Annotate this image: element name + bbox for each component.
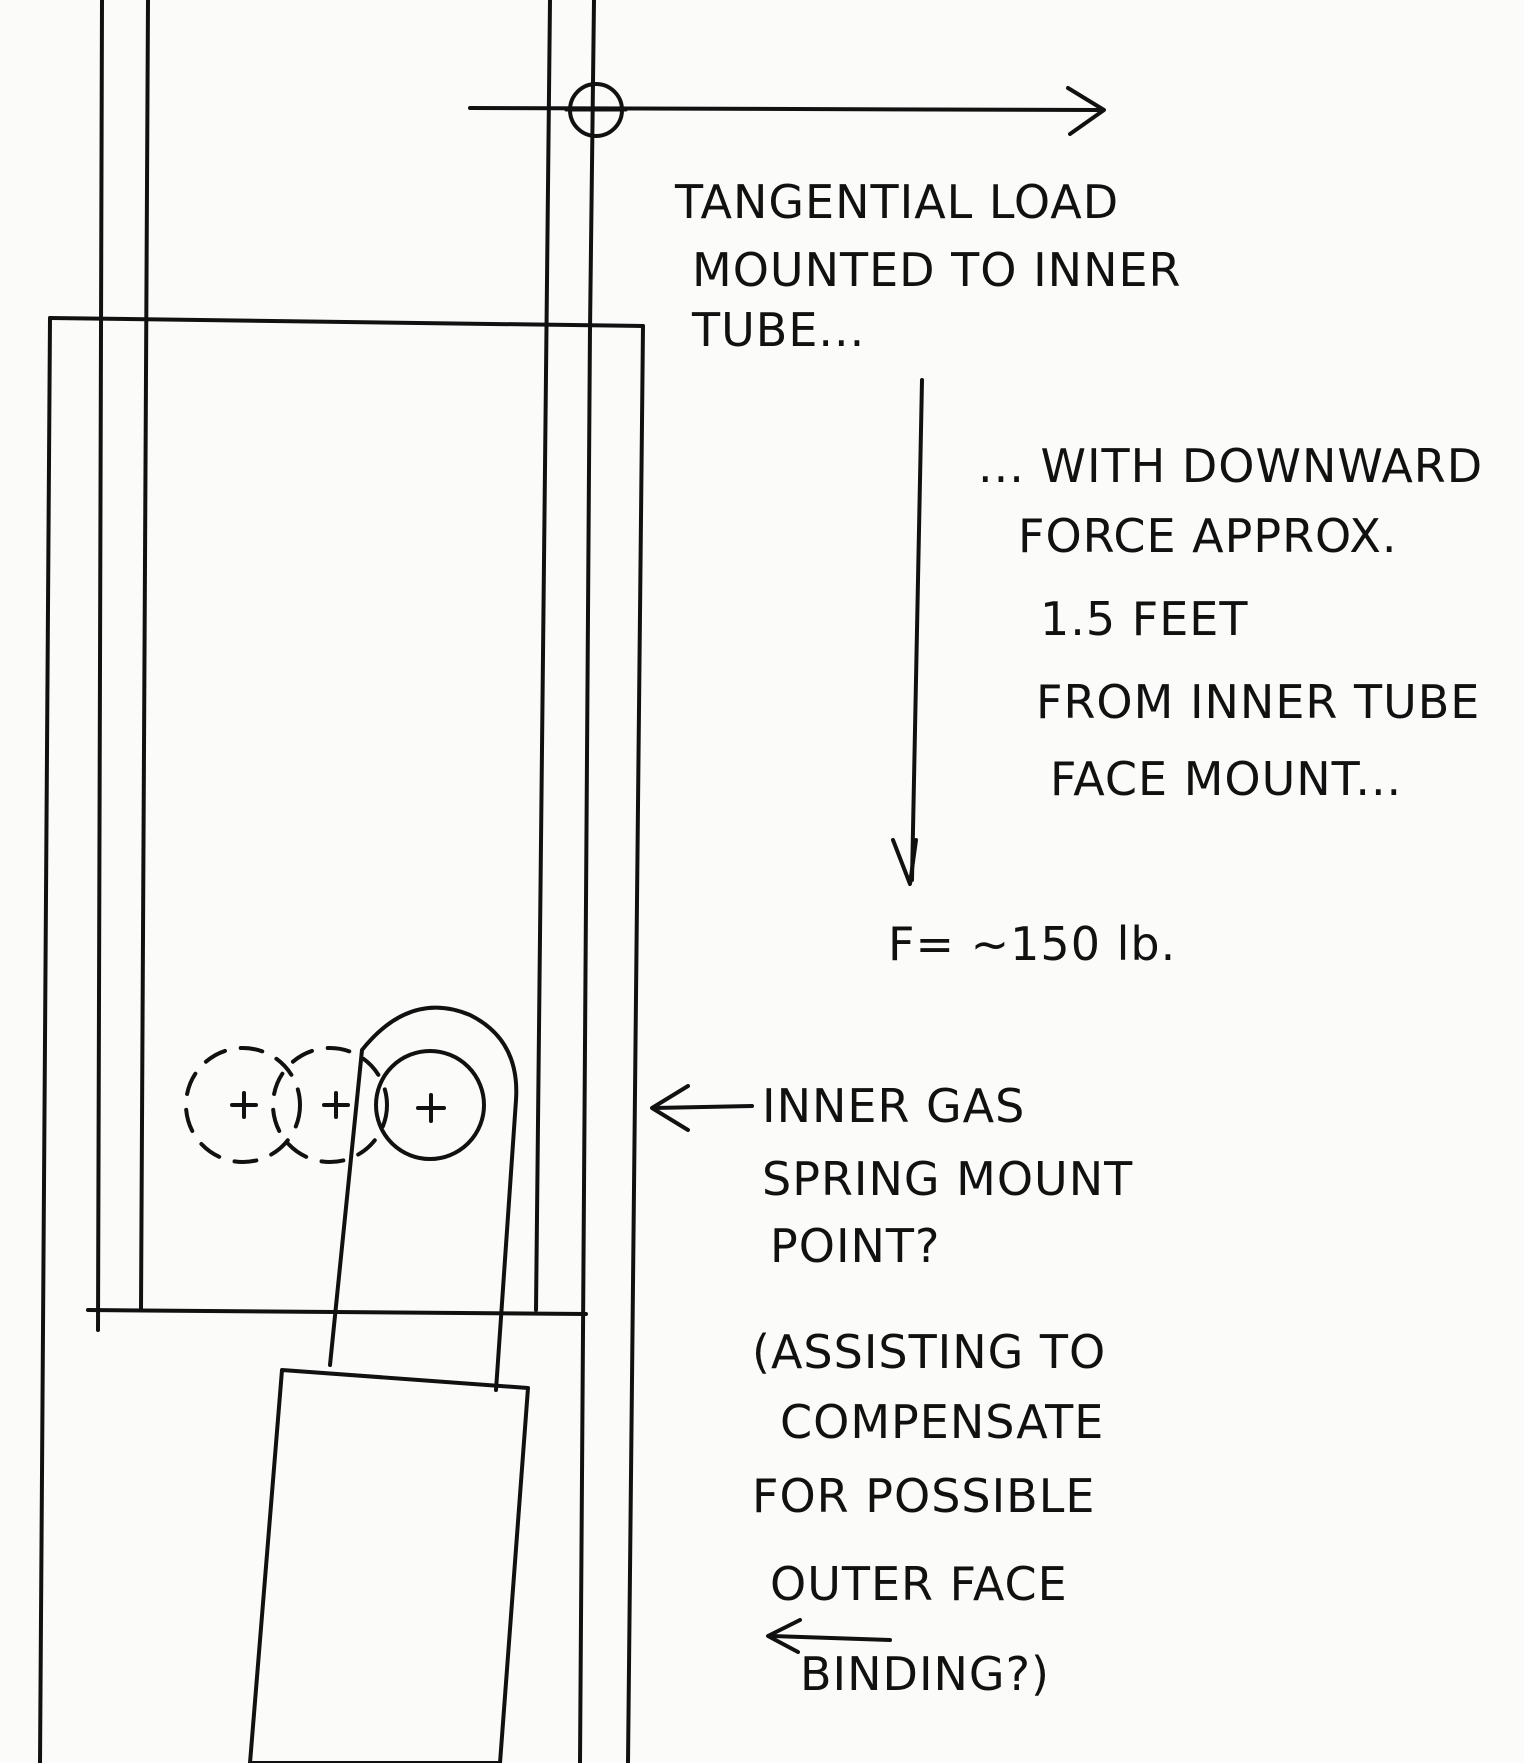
inner-tube bbox=[96, 0, 596, 1332]
tangential-load-note: TANGENTIAL LOAD MOUNTED TO INNER TUBE... bbox=[674, 175, 1197, 357]
outer-tube bbox=[38, 316, 645, 1763]
mount-pointer-arrow bbox=[650, 1084, 754, 1132]
tangential-load-arrow bbox=[468, 82, 1106, 138]
gas-spring-mount-point bbox=[374, 1049, 486, 1161]
assisting-note: (ASSISTING TO COMPENSATE FOR POSSIBLE OU… bbox=[752, 1325, 1122, 1701]
downward-force-arrow bbox=[891, 378, 924, 886]
gas-spring-note: INNER GAS SPRING MOUNT POINT? bbox=[762, 1079, 1149, 1273]
candidate-mount-points bbox=[184, 1046, 389, 1164]
force-value-label: F= ~150 lb. bbox=[888, 917, 1176, 971]
outer-face-arrow bbox=[766, 1618, 892, 1654]
downward-force-note: ... WITH DOWNWARD FORCE APPROX. 1.5 FEET… bbox=[978, 439, 1499, 806]
gas-spring bbox=[248, 1005, 530, 1763]
